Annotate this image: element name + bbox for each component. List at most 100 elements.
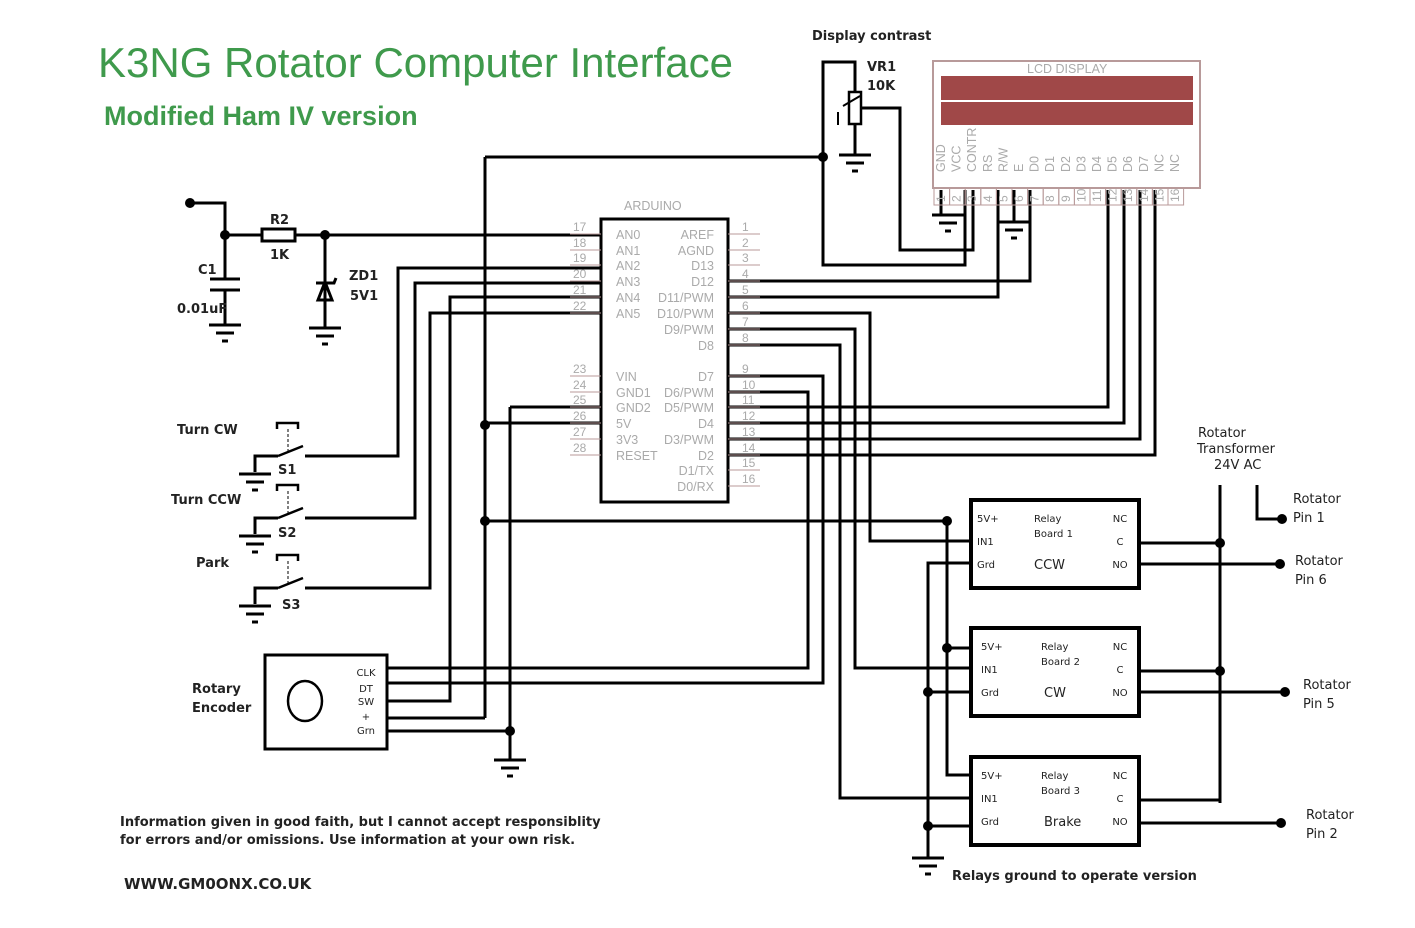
- junction-dot: [942, 516, 952, 526]
- wire: [253, 586, 278, 604]
- lcd-pin-number: 14: [1137, 188, 1151, 202]
- relay-board: [969, 626, 1141, 718]
- relay-name: Relay: [1041, 642, 1069, 653]
- relay-pin-label: Grd: [981, 688, 999, 699]
- lcd-pin-name: D1: [1043, 156, 1057, 172]
- lcd-pin-number: 13: [1121, 188, 1135, 202]
- zener-diode-zd1: [316, 277, 338, 285]
- arduino-pin-number: 7: [742, 315, 749, 329]
- wire: [945, 521, 972, 777]
- c1-value: 0.01uF: [177, 302, 227, 317]
- rotator-pin-label: Rotator: [1306, 808, 1355, 823]
- lcd-pin: [1167, 187, 1185, 206]
- wire: [728, 311, 972, 543]
- rotator-pin-label: Pin 2: [1306, 827, 1338, 842]
- wire: [728, 343, 972, 800]
- relay-pin-label: IN1: [977, 537, 994, 548]
- arduino-pin-name: 5V: [616, 417, 632, 431]
- lcd-pin-number: 8: [1043, 195, 1057, 202]
- rotator-pin-label: Pin 5: [1303, 697, 1335, 712]
- arduino-pin-number: 6: [742, 299, 749, 313]
- wire: [305, 311, 601, 590]
- junction-dot: [1276, 818, 1286, 828]
- lcd-pin-number: 16: [1168, 188, 1182, 202]
- relay-pin-label: NO: [1112, 817, 1127, 828]
- arduino-pin-number: 19: [573, 251, 587, 265]
- arduino-pin-name: RESET: [616, 449, 658, 463]
- switch-label: Turn CW: [177, 423, 238, 438]
- arduino-pin-number: 2: [742, 236, 749, 250]
- arduino-pin-name: VIN: [616, 370, 637, 384]
- arduino-pin-name: AN5: [616, 307, 640, 321]
- encoder-pin-label: SW: [358, 697, 374, 708]
- r2-ref: R2: [270, 213, 289, 228]
- arduino-pin-number: 5: [742, 283, 749, 297]
- wire: [728, 190, 1110, 409]
- rotator-pin-label: Rotator: [1293, 492, 1342, 507]
- arduino-pin-name: D4: [698, 417, 714, 431]
- rotary-encoder: [263, 653, 389, 751]
- arduino-pin-name: D8: [698, 339, 714, 353]
- encoder-label: Rotary: [192, 682, 241, 697]
- encoder-pin-label: CLK: [356, 668, 376, 679]
- arduino-pin-number: 23: [573, 362, 587, 376]
- lcd-pin-name: D0: [1028, 156, 1042, 172]
- arduino-pin-name: AGND: [678, 244, 714, 258]
- wire: [387, 295, 601, 703]
- arduino-board: [599, 217, 730, 504]
- arduino-pin-number: 17: [573, 220, 587, 234]
- lcd-pin-number: 3: [965, 195, 979, 202]
- relay-name: Relay: [1034, 514, 1062, 525]
- pushbutton-cap: [275, 483, 300, 491]
- wire: [728, 190, 1126, 425]
- relay-pin-label: NC: [1113, 514, 1127, 525]
- relay-pin-label: 5V+: [981, 771, 1003, 782]
- relay-function: CW: [1044, 686, 1066, 701]
- lcd-pin-name: E: [1012, 164, 1026, 172]
- arduino-pin-name: AN0: [616, 228, 640, 242]
- rotator-pin-label: Rotator: [1295, 554, 1344, 569]
- arduino-pin-number: 11: [742, 393, 755, 407]
- arduino-pin-number: 9: [742, 362, 749, 376]
- arduino-pin-name: D7: [698, 370, 714, 384]
- relay-pin-label: Grd: [981, 817, 999, 828]
- zd1-value: 5V1: [350, 289, 378, 304]
- relay-pin-label: C: [1117, 665, 1124, 676]
- transformer-label: 24V AC: [1214, 458, 1261, 473]
- arduino-pin-number: 25: [573, 393, 587, 407]
- junction-dot: [1277, 514, 1287, 524]
- components: 17AN018AN119AN220AN321AN422AN523VIN24GND…: [260, 60, 1355, 847]
- lcd-pin-number: 1: [934, 195, 948, 202]
- arduino-pin-name: D1/TX: [679, 464, 715, 478]
- arduino-pin-name: D12: [691, 275, 714, 289]
- encoder-pin-label: +: [362, 712, 370, 723]
- lcd-pin-number: 12: [1106, 188, 1120, 202]
- lcd-screen-row: [941, 102, 1193, 125]
- arduino-pin-number: 27: [573, 425, 587, 439]
- arduino-pin-number: 20: [573, 267, 587, 281]
- switch-ref: S1: [278, 463, 296, 478]
- arduino-pin-number: 8: [742, 331, 749, 345]
- lcd-pin-name: R/W: [996, 148, 1010, 173]
- arduino-pin-number: 22: [573, 299, 587, 313]
- arduino-pin-name: D9/PWM: [664, 323, 714, 337]
- wire: [728, 190, 1000, 299]
- pushbutton-cap: [275, 553, 300, 561]
- lcd-pin-number: 5: [996, 195, 1010, 202]
- wire: [253, 454, 278, 472]
- website-link[interactable]: WWW.GM0ONX.CO.UK: [124, 875, 313, 893]
- arduino-pin-name: AN2: [616, 259, 640, 273]
- pushbutton-cap: [275, 421, 300, 429]
- relay-pin-label: C: [1117, 537, 1124, 548]
- arduino-pin-name: AN3: [616, 275, 640, 289]
- lcd-pin-name: D4: [1090, 156, 1104, 172]
- disclaimer: for errors and/or omissions. Use informa…: [120, 833, 575, 848]
- transformer-label: Transformer: [1196, 442, 1276, 457]
- wire: [190, 201, 227, 235]
- wire: [926, 561, 972, 858]
- rotator-pin-label: Pin 6: [1295, 573, 1327, 588]
- relay-name: Relay: [1041, 771, 1069, 782]
- relay-note: Relays ground to operate version: [952, 869, 1197, 884]
- display-contrast-label: Display contrast: [812, 29, 931, 44]
